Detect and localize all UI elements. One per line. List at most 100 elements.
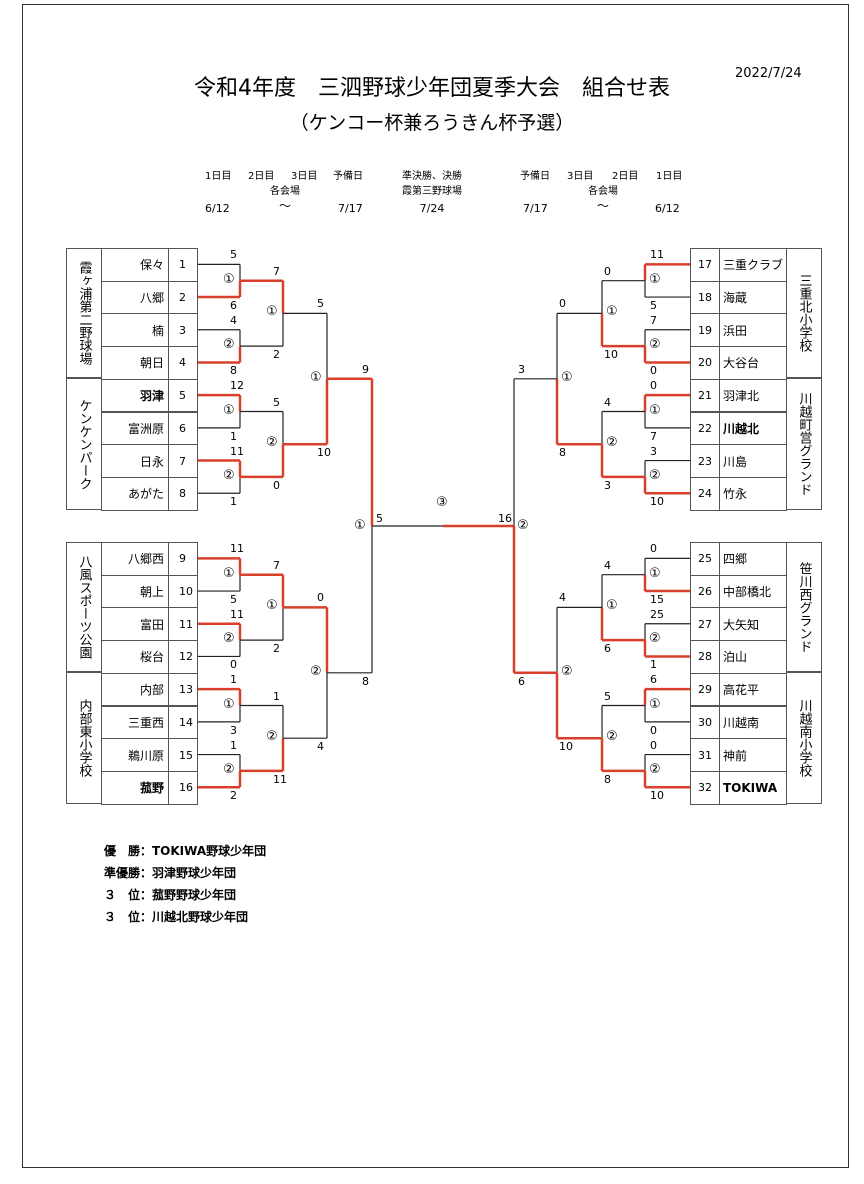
score-label: 11 [230,444,244,458]
round-marker: ② [649,337,661,353]
round-marker: ② [266,729,278,745]
schedule-from: 7/17 [523,202,548,215]
score-label: 1 [230,495,237,509]
score-label: 2 [273,642,280,656]
issue-date: 2022/7/24 [735,66,802,81]
round-marker: ① [649,402,661,418]
round-marker: ② [561,663,573,679]
score-label: 11 [273,772,287,786]
schedule-day: 1日目 [656,171,683,182]
score-label: 7 [650,429,657,443]
round-marker: ② [223,761,235,777]
round-marker: ② [223,631,235,647]
score-label: 4 [230,313,237,327]
score-label: 0 [273,478,280,492]
score-label: 4 [604,558,611,572]
round-marker: ① [310,369,322,385]
schedule-center-date: 7/24 [419,202,445,215]
schedule-tilde: 〜 [279,199,292,213]
score-label: 5 [317,297,324,311]
score-label: 25 [650,607,664,621]
round-marker: ① [649,696,661,712]
score-label: 3 [230,723,237,737]
score-label: 10 [317,446,331,460]
score-label: 3 [650,444,657,458]
round-marker: ② [649,631,661,647]
score-label: 5 [650,299,657,313]
round-marker: ① [266,598,278,614]
score-label: 1 [650,658,657,672]
schedule-tilde: 〜 [597,199,610,213]
semifinal-round-marker: ② [517,518,529,533]
round-marker: ① [649,271,661,287]
round-marker: ① [649,565,661,581]
round-marker: ① [223,696,235,712]
score-label: 5 [230,593,237,607]
round-marker: ② [310,663,322,679]
score-label: 1 [273,689,280,703]
score-label: 11 [230,542,244,556]
team-number: 32 [690,770,720,805]
score-label: 8 [362,674,369,688]
result-third: ３ 位：川越北野球少年団 [104,910,249,924]
score-label: 2 [273,348,280,362]
round-marker: ② [223,467,235,483]
round-marker: ① [223,402,235,418]
round-marker: ① [223,271,235,287]
final-score: 5 [376,512,383,525]
round-marker: ② [649,467,661,483]
score-label: 8 [559,446,566,460]
schedule-center-line1: 準決勝、決勝 [402,171,462,182]
result-third: ３ 位：菰野野球少年団 [104,888,237,902]
score-label: 5 [230,248,237,262]
schedule-venue: 各会場 [588,186,618,197]
score-label: 10 [559,740,573,754]
round-marker: ② [223,337,235,353]
score-label: 0 [650,738,657,752]
score-label: 0 [650,364,657,378]
schedule-day: 予備日 [520,171,550,182]
score-label: 4 [317,740,324,754]
score-label: 6 [650,673,657,687]
page-frame [22,4,849,1168]
score-label: 5 [604,689,611,703]
schedule-day: 3日目 [291,171,318,182]
schedule-day: 2日目 [612,171,639,182]
round-marker: ② [606,435,618,451]
score-label: 2 [230,789,237,803]
round-marker: ② [649,761,661,777]
round-marker: ① [561,369,573,385]
score-label: 6 [230,299,237,313]
round-marker: ① [606,304,618,320]
score-label: 8 [230,364,237,378]
score-label: 0 [230,658,237,672]
round-marker: ② [266,435,278,451]
schedule-day: 1日目 [205,171,232,182]
score-label: 3 [518,362,525,376]
round-marker: ① [266,304,278,320]
result-runner-up: 準優勝：羽津野球少年団 [104,866,237,880]
score-label: 6 [604,642,611,656]
score-label: 7 [273,558,280,572]
score-label: 6 [518,674,525,688]
score-label: 11 [230,607,244,621]
score-label: 8 [604,772,611,786]
score-label: 4 [604,395,611,409]
schedule-center-line2: 霞第三野球場 [402,186,462,197]
score-label: 0 [604,264,611,278]
score-label: 4 [559,591,566,605]
score-label: 7 [273,264,280,278]
team-number: 24 [690,476,720,511]
schedule-day: 2日目 [248,171,275,182]
score-label: 1 [230,673,237,687]
score-label: 10 [650,789,664,803]
score-label: 3 [604,478,611,492]
round-marker: ① [606,598,618,614]
final-round-marker: ③ [436,495,448,510]
score-label: 10 [604,348,618,362]
schedule-from: 6/12 [205,202,230,215]
score-label: 15 [650,593,664,607]
score-label: 0 [650,379,657,393]
schedule-venue: 各会場 [270,186,300,197]
